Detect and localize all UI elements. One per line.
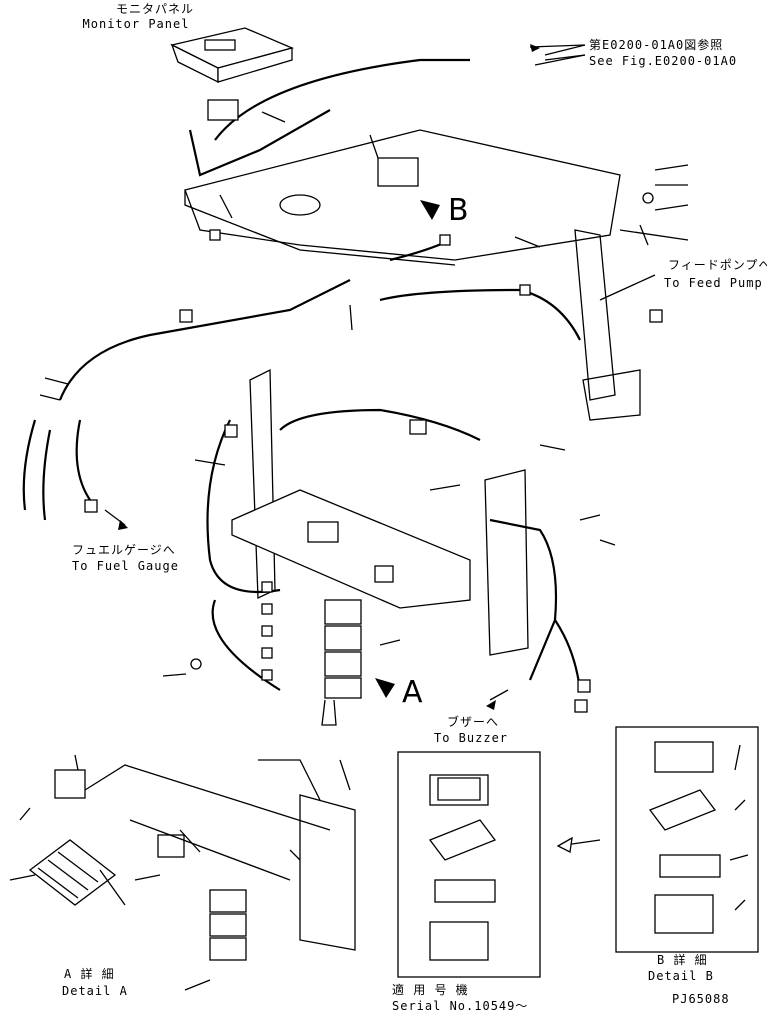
harness-wires [22, 58, 582, 691]
reference-label-jp: 第E0200-01A0図参照 [589, 38, 724, 52]
view-arrow-b-label: B [448, 193, 469, 228]
serial-label-jp: 適 用 号 機 [392, 983, 469, 997]
base-plate [231, 489, 471, 609]
monitor-panel-part [170, 27, 294, 84]
monitor-panel-label-jp: モニタパネル [115, 2, 194, 16]
relay-cluster [261, 581, 362, 726]
connectors [84, 99, 663, 713]
detail-a-drawing [9, 754, 356, 991]
buzzer-label-jp: ブザーへ [447, 715, 500, 729]
detail-a-title-jp: A 詳 細 [64, 967, 115, 981]
fuel-gauge-label-en: To Fuel Gauge [72, 559, 179, 573]
buzzer-label-en: To Buzzer [434, 731, 509, 745]
detail-b-box [615, 726, 759, 953]
monitor-panel-label-en: Monitor Panel [82, 17, 190, 31]
detail-b-title-en: Detail B [648, 969, 714, 983]
serial-label-en: Serial No.10549～ [392, 999, 529, 1013]
leader-lines [39, 44, 689, 701]
serial-detail-box [397, 751, 541, 978]
feed-pump-label-jp: フィードポンプへ [668, 258, 767, 272]
view-arrow-a-label: A [402, 675, 423, 710]
main-frame [184, 129, 641, 656]
bolts [44, 111, 654, 677]
pointer-arrows [118, 44, 601, 853]
reference-label-en: See Fig.E0200-01A0 [589, 54, 738, 68]
fuel-gauge-label-jp: フュエルゲージへ [72, 543, 176, 557]
detail-b-title-jp: B 詳 細 [657, 953, 708, 967]
feed-pump-label-en: To Feed Pump [664, 276, 763, 290]
detail-a-title-en: Detail A [62, 984, 128, 998]
drawing-code: PJ65088 [672, 992, 730, 1006]
